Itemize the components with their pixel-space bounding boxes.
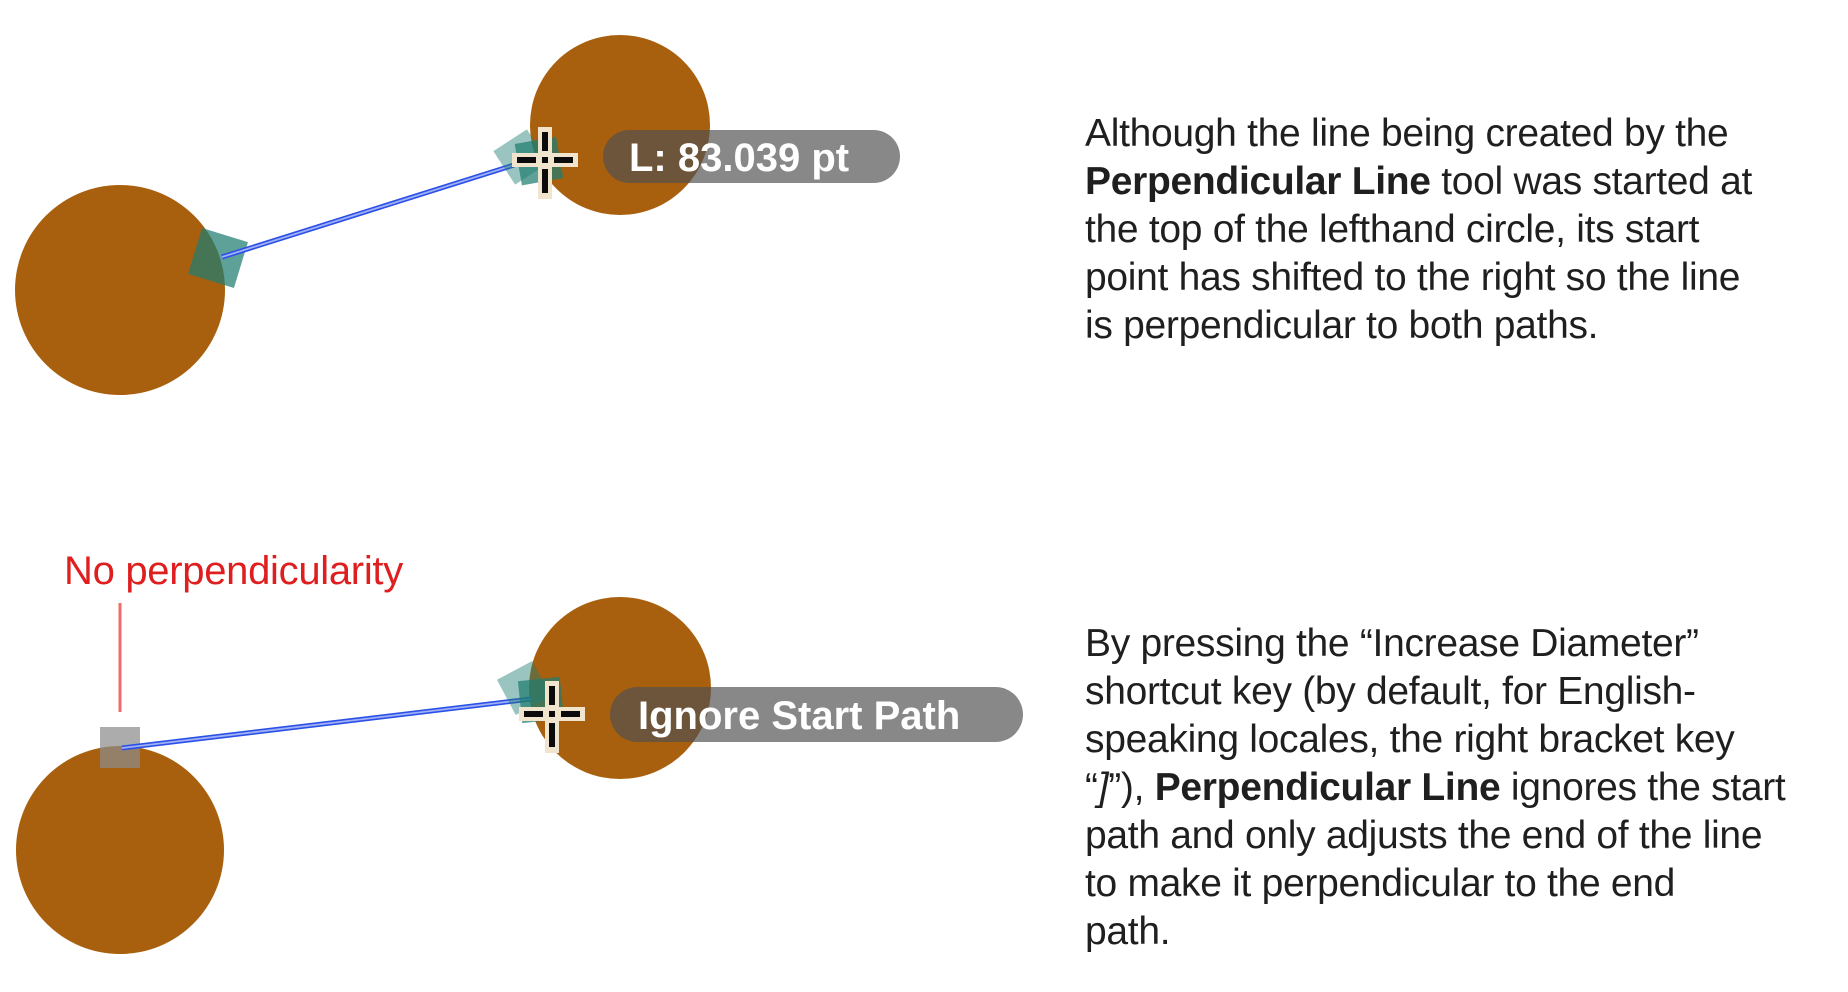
caption-line: to make it perpendicular to the end [1085,862,1676,905]
caption-line: path and only adjusts the end of the lin… [1085,814,1763,857]
preview-line-highlight [121,698,532,749]
tool-name-bold: Perpendicular Line [1085,160,1431,203]
figure-perpendicular-both-paths: L: 83.039 pt [15,35,900,395]
caption-line: By pressing the “Increase Diameter” [1085,622,1699,665]
caption-text: ”), [1108,766,1155,809]
caption-line: “]”), Perpendicular Line ignores the sta… [1085,764,1786,812]
caption-line: is perpendicular to both paths. [1085,304,1599,347]
bracket-key-italic: ] [1097,766,1109,809]
length-tooltip-label: L: 83.039 pt [629,136,849,180]
end-path-circle [530,35,710,215]
figure1-caption: Although the line being created by the P… [1085,110,1752,350]
caption-text: “ [1085,766,1098,809]
caption-line: speaking locales, the right bracket key [1085,718,1735,761]
start-node-marker [188,228,248,288]
caption-line: the top of the lefthand circle, its star… [1085,208,1700,251]
caption-line: point has shifted to the right so the li… [1085,256,1741,299]
figure2-caption: By pressing the “Increase Diameter” shor… [1085,620,1786,956]
caption-line: Perpendicular Line tool was started at [1085,158,1752,206]
figure-ignore-start-path: Ignore Start Path [16,597,1023,954]
start-path-circle [16,746,224,954]
tool-name-bold: Perpendicular Line [1154,766,1501,809]
ignore-start-path-tooltip-label: Ignore Start Path [638,694,960,738]
preview-line-highlight [221,164,515,258]
caption-text: ignores the start [1500,766,1786,809]
length-tooltip [603,130,900,183]
caption-text: tool was started at [1430,160,1753,203]
caption-line: shortcut key (by default, for English- [1085,670,1696,713]
start-path-circle [15,185,225,395]
ignore-start-path-tooltip [610,687,1023,742]
no-perpendicularity-label: No perpendicularity [64,549,403,593]
caption-line: Although the line being created by the [1085,112,1729,155]
caption-line: path. [1085,910,1171,953]
